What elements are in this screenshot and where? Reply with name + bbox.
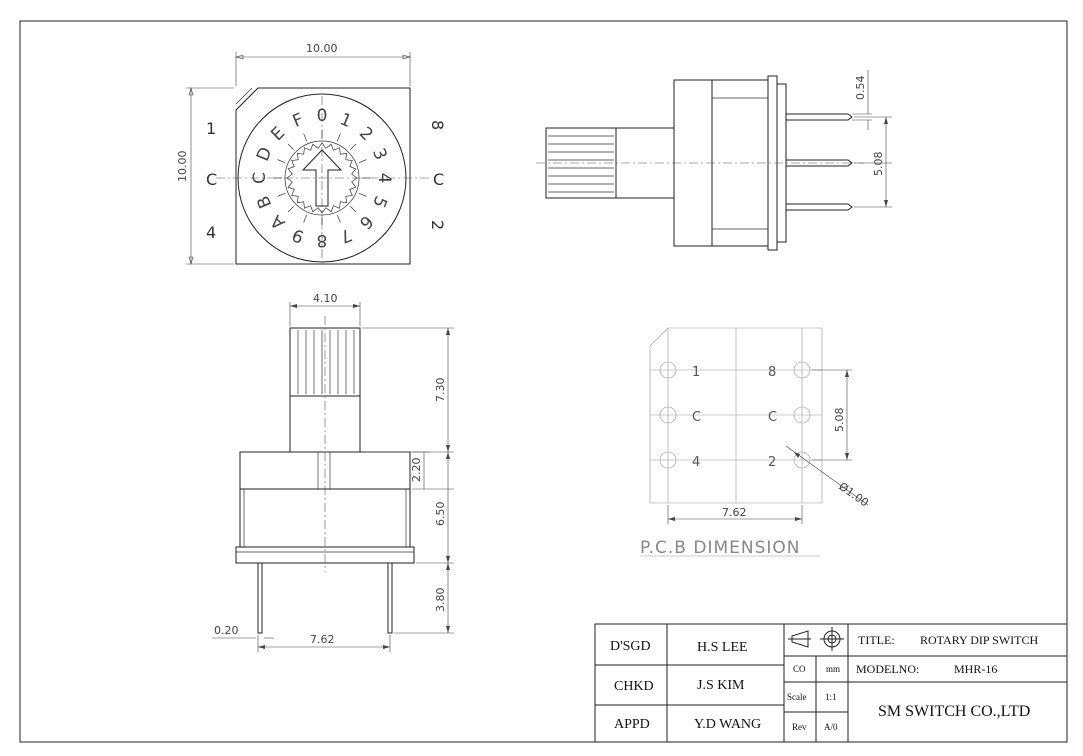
pcb-label-left-c: C [692,410,701,425]
dial-char-2: 2 [355,123,377,145]
top-label-left-4: 4 [206,223,216,242]
dial-tick [358,192,367,197]
dial-outer [237,93,407,263]
projection-symbol-icon [791,630,809,648]
tb-title-value: ROTARY DIP SWITCH [920,633,1038,647]
side-view: 5.08 0.54 [536,70,892,251]
dial-char-9: 9 [289,224,307,247]
tb-company: SM SWITCH CO.,LTD [878,703,1030,720]
dial-char-f: F [290,110,307,132]
pcb-view: 1 C 4 8 C 2 5.08 7.62 Ø1.00 P.C.B DIMENS… [640,327,871,558]
dial-tick [336,214,341,223]
top-label-left-c: C [206,170,217,189]
top-label-right-c: C [433,170,444,189]
dim-front-pin-width: 0.20 [214,624,239,637]
dial-tick [350,143,357,150]
tb-role-chkd: CHKD [614,679,654,694]
dial-char-0: 0 [317,106,328,126]
top-view-body [235,87,411,265]
dim-pcb-pitch-v: 5.08 [833,408,846,433]
dim-front-pin-span: 7.62 [310,633,335,646]
tb-model-value: MHR-16 [954,662,997,676]
tb-role-dsgd: D'SGD [610,639,651,654]
dim-front-knob-width: 4.10 [313,292,338,305]
tb-scale-value: 1:1 [825,692,837,702]
dial-tick [303,214,308,223]
gear-teeth [286,142,358,214]
dial-arrow [301,149,343,207]
dial-char-b: B [253,193,276,211]
dim-front-pin-length: 3.80 [434,588,447,613]
pcb-label-left-4: 4 [692,455,700,470]
tb-rev-value: A/0 [824,722,838,732]
dial-tick [277,192,286,197]
dial-tick [287,206,294,213]
dial-tick [287,143,294,150]
dial-char-1: 1 [337,109,355,132]
front-view: 4.10 7.30 6.50 3.80 2.20 7.62 0.20 [212,292,454,652]
pcb-label-right-8: 8 [768,365,776,380]
dim-side-pin-pitch: 0.54 [854,76,867,101]
dim-pcb-pitch-h: 7.62 [722,506,747,519]
dim-pcb-hole: Ø1.00 [836,480,871,510]
dial-tick [336,133,341,142]
dim-front-body: 6.50 [434,502,447,527]
dial-inner [284,140,360,216]
tb-scale-label: Scale [787,692,807,702]
tb-co-value: mm [826,664,840,674]
dial-char-a: A [267,210,290,233]
tb-rev-label: Rev [792,722,807,732]
pcb-label-right-c: C [768,410,777,425]
dial-char-8: 8 [317,230,328,250]
dial-char-d: D [253,144,276,164]
dial-tick [277,159,286,164]
dim-side-pin-spacing: 5.08 [872,152,885,177]
pcb-label-left-1: 1 [692,365,700,380]
top-label-right-8: 8 [428,120,447,130]
dim-front-knob-height: 7.30 [434,378,447,403]
dial-tick [358,159,367,164]
dial-char-5: 5 [368,193,391,211]
tb-name-dsgd: H.S LEE [697,640,748,655]
dial-char-6: 6 [355,211,377,233]
dim-top-width: 10.00 [306,42,338,55]
tb-model-label: MODELNO: [856,662,919,676]
pcb-title: P.C.B DIMENSION [640,538,800,558]
tb-name-chkd: J.S KIM [697,678,745,693]
dim-front-collar: 2.20 [410,458,423,483]
dial-char-c: C [250,172,270,184]
dial-ticks [274,130,370,226]
tb-title-label: TITLE: [858,633,895,647]
tb-co-label: CO [793,664,806,674]
drawing-border [19,20,1068,743]
dial-char-e: E [267,123,289,145]
dial-char-7: 7 [337,224,355,247]
tb-role-appd: APPD [614,717,650,732]
top-label-right-2: 2 [428,220,447,230]
title-block: D'SGD H.S LEE CHKD J.S KIM APPD Y.D WANG… [594,623,1068,743]
dial-gear [286,142,358,214]
tb-name-appd: Y.D WANG [694,717,761,732]
dial-char-3: 3 [368,145,391,163]
pcb-label-right-2: 2 [768,455,776,470]
dial-tick [303,133,308,142]
top-label-left-1: 1 [206,119,216,138]
dial-char-4: 4 [374,173,394,184]
dim-top-height: 10.00 [176,151,189,183]
dial-tick [350,206,357,213]
